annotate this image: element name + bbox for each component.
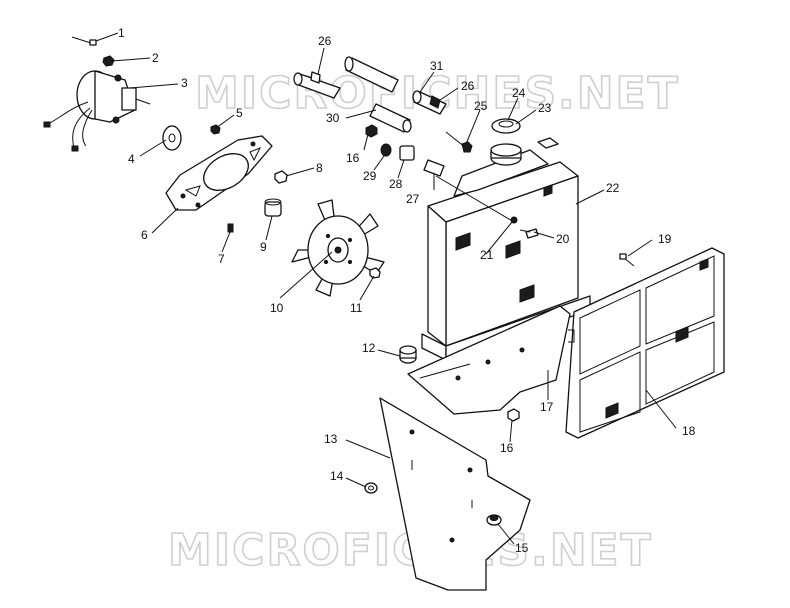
callout-4: 4: [128, 152, 135, 166]
callout-9: 9: [260, 240, 267, 254]
callout-26-right: 26: [461, 79, 475, 93]
callout-12: 12: [362, 341, 376, 355]
spacer-27: [423, 159, 445, 177]
cap-24: [491, 118, 521, 134]
callout-15: 15: [515, 541, 529, 555]
screw-19: [619, 253, 635, 267]
callout-7: 7: [218, 252, 225, 266]
callout-5: 5: [236, 106, 243, 120]
callout-24: 24: [512, 86, 526, 100]
callout-22: 22: [606, 181, 620, 195]
callout-19: 19: [658, 232, 672, 246]
callout-28: 28: [389, 177, 403, 191]
bolt-1: [71, 36, 97, 46]
callout-3: 3: [181, 76, 188, 90]
nut-2: [102, 55, 115, 67]
washer-29: [380, 143, 392, 157]
fan-motor-3: [43, 70, 151, 152]
callout-30: 30: [326, 111, 340, 125]
callout-1: 1: [118, 26, 125, 40]
clamp-25: [445, 131, 473, 153]
callout-labels: 1 2 3 4 5 6 7 8 9 10 11 12 13 14 15 16 1…: [118, 26, 696, 555]
hose-26-left: [293, 71, 341, 99]
grommet-12: [399, 345, 417, 364]
bushing-28: [399, 145, 415, 161]
callout-20: 20: [556, 232, 570, 246]
callout-6: 6: [141, 228, 148, 242]
fan-blade-10: [291, 199, 385, 297]
shroud-plate-17: [407, 305, 571, 415]
spacer-4: [162, 125, 182, 151]
nut-8: [274, 170, 288, 184]
callout-29: 29: [363, 169, 377, 183]
spacer-9: [264, 198, 282, 217]
callout-8: 8: [316, 161, 323, 175]
grommet-15: [486, 514, 502, 526]
callout-16-top: 16: [346, 151, 360, 165]
callout-25: 25: [474, 99, 488, 113]
fan-bracket-6: [165, 135, 273, 211]
callout-23: 23: [538, 101, 552, 115]
hose-30: [369, 103, 412, 133]
callout-21: 21: [480, 248, 494, 262]
callout-17: 17: [540, 400, 554, 414]
nut-16-lower: [507, 408, 520, 422]
callout-11: 11: [350, 301, 363, 315]
nut-11: [369, 267, 381, 279]
screen-panel-18: [565, 247, 725, 439]
callout-27: 27: [406, 192, 420, 206]
callout-16-lower: 16: [500, 441, 514, 455]
callout-26-left: 26: [318, 34, 332, 48]
callout-14: 14: [330, 469, 344, 483]
hose-31: [344, 56, 399, 93]
leader-lines: [95, 32, 677, 545]
callout-10: 10: [270, 301, 284, 315]
callout-13: 13: [324, 432, 338, 446]
hose-26-right: [412, 90, 447, 115]
fitting-16-top: [365, 124, 378, 138]
grommet-14: [364, 482, 378, 494]
screw-7: [227, 223, 234, 233]
callout-2: 2: [152, 51, 159, 65]
callout-31: 31: [430, 59, 444, 73]
side-panel-13: [379, 397, 531, 591]
callout-18: 18: [682, 424, 696, 438]
